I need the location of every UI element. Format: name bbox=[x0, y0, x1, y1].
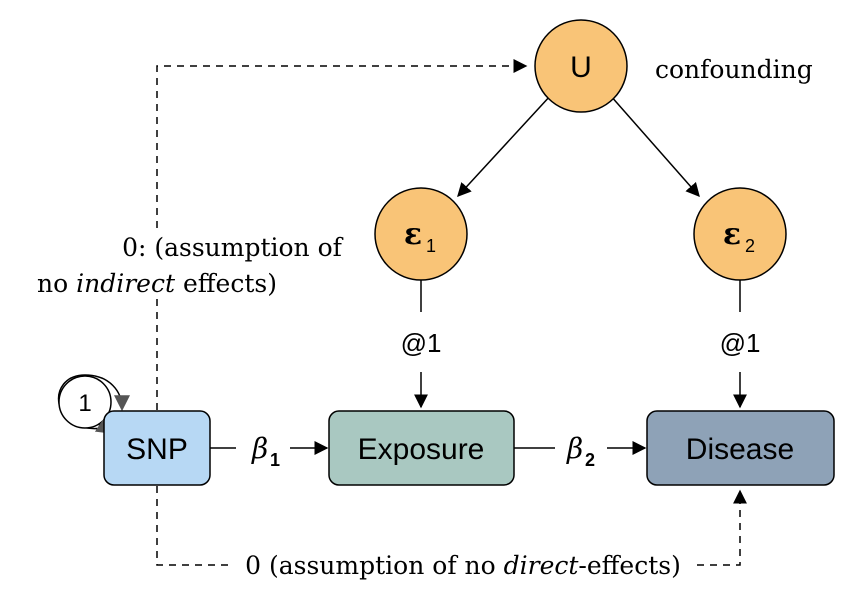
beta2-label: β bbox=[566, 432, 583, 465]
self-loop-label: 1 bbox=[78, 390, 91, 417]
indirect-label-bg2 bbox=[120, 228, 290, 298]
node-snp bbox=[103, 410, 211, 486]
node-eps2-label: ε bbox=[723, 217, 741, 252]
node-u bbox=[534, 19, 628, 113]
beta2-sub: 2 bbox=[585, 450, 595, 470]
direct-assumption-label: 0 (assumption of no direct-effects) bbox=[245, 551, 681, 580]
confounding-label: confounding bbox=[655, 55, 813, 84]
indirect-assumption-line2: no indirect effects) bbox=[37, 269, 277, 298]
edge-u-eps1 bbox=[457, 94, 552, 198]
node-eps1 bbox=[374, 187, 468, 281]
beta1-sub: 1 bbox=[270, 450, 280, 470]
direct-effect-path-right bbox=[697, 489, 747, 566]
fixed-loading-1: @1 bbox=[401, 328, 442, 358]
indirect-assumption-line1: 0: (assumption of bbox=[122, 233, 344, 262]
node-exposure-label: Exposure bbox=[358, 433, 485, 466]
self-loop-circle bbox=[58, 375, 112, 429]
node-eps1-label: ε bbox=[404, 217, 422, 252]
node-snp-label: SNP bbox=[126, 433, 188, 466]
node-disease-label: Disease bbox=[686, 433, 794, 466]
edge-u-eps2 bbox=[609, 94, 700, 198]
node-eps2 bbox=[693, 187, 787, 281]
node-eps1-sub: 1 bbox=[426, 236, 436, 256]
fixed-loading-2: @1 bbox=[720, 328, 761, 358]
node-disease bbox=[646, 410, 835, 486]
direct-effect-path-left bbox=[156, 486, 230, 566]
indirect-effect-path bbox=[156, 59, 528, 410]
beta1-label: β bbox=[251, 432, 268, 465]
node-eps2-sub: 2 bbox=[745, 236, 755, 256]
node-u-label: U bbox=[570, 51, 592, 84]
node-exposure bbox=[328, 410, 515, 486]
